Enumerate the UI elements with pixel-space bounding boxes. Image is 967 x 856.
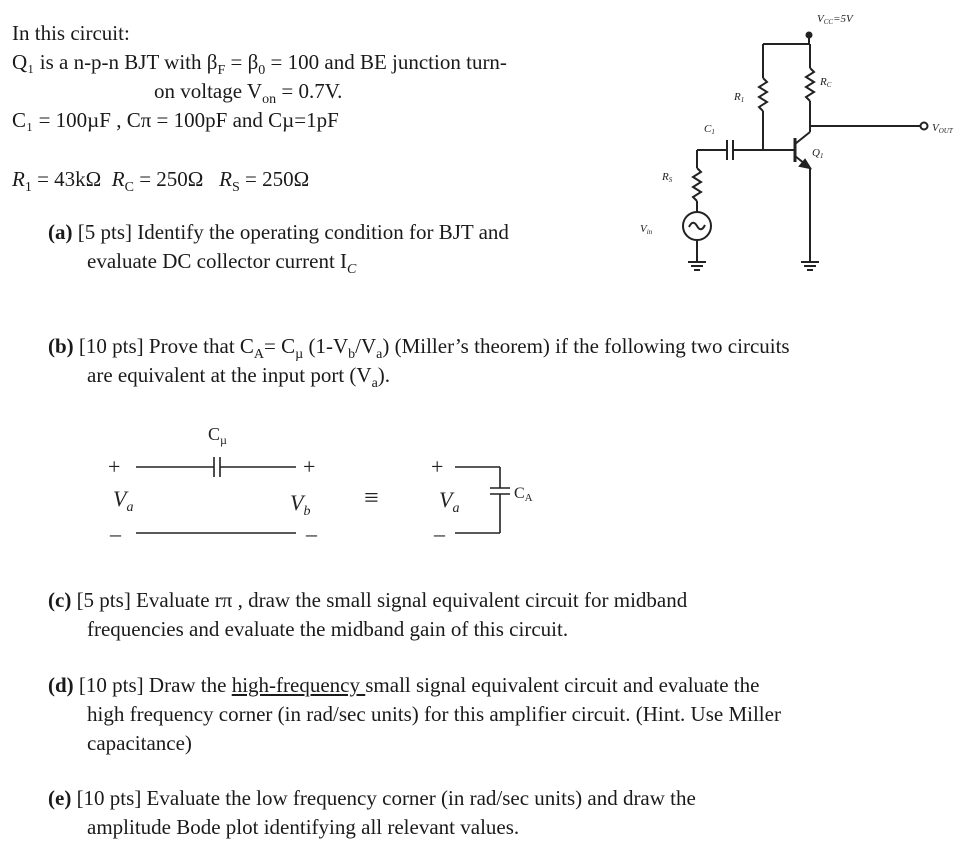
rc-label: R bbox=[111, 167, 125, 191]
question-e-line2: amplitude Bode plot identifying all rele… bbox=[87, 815, 520, 839]
vb-minus: – bbox=[305, 521, 318, 546]
question-d-line3: capacitance) bbox=[87, 731, 192, 755]
von-text-a: on voltage V bbox=[154, 79, 263, 103]
q1-circuit-label: Q1 bbox=[812, 147, 823, 160]
qb-a2-sub: a bbox=[376, 347, 383, 363]
rs-value: = 250Ω bbox=[239, 167, 310, 191]
rc-sub: C bbox=[124, 180, 134, 196]
capacitor-values: C₁ = 100µF , Cπ = 100pF and Cµ=1pF bbox=[12, 108, 339, 132]
question-d-line2: high frequency corner (in rad/sec units)… bbox=[87, 702, 781, 726]
question-a-text2: evaluate DC collector current I bbox=[87, 249, 348, 273]
va-minus: – bbox=[109, 521, 122, 546]
question-e-text: [10 pts] Evaluate the low frequency corn… bbox=[71, 786, 696, 810]
vout-terminal bbox=[919, 121, 929, 131]
vcc-label: VCC=5V bbox=[817, 13, 854, 26]
vcc-terminal bbox=[805, 31, 813, 39]
question-b-tag: (b) bbox=[48, 334, 74, 358]
rc-resistor bbox=[804, 67, 816, 102]
question-a-line2: evaluate DC collector current IC bbox=[87, 248, 357, 278]
question-c-tag: (c) bbox=[48, 588, 72, 612]
question-e-line1: (e) [10 pts] Evaluate the low frequency … bbox=[48, 785, 696, 811]
qb-mu-sub: µ bbox=[295, 347, 304, 363]
q1-spec-line2: on voltage Von = 0.7V. bbox=[154, 78, 343, 108]
collector-lead bbox=[794, 131, 811, 145]
qb-t2: = C bbox=[264, 334, 296, 358]
rc-circuit-label: RC bbox=[819, 76, 832, 89]
c1-circuit-label: C1 bbox=[704, 123, 715, 136]
ic-sub: C bbox=[347, 262, 357, 278]
ac-wave-icon bbox=[688, 221, 706, 231]
q1-text-a: Q₁ is a n-p-n BJT with β bbox=[12, 50, 218, 74]
resistor-values: R1 = 43kΩ RC = 250Ω RS = 250Ω bbox=[12, 166, 310, 196]
r1-circuit-label: R1 bbox=[733, 91, 744, 104]
beta-0-sub: 0 bbox=[258, 63, 266, 79]
ca-label: CA bbox=[514, 485, 533, 504]
question-c-line1: (c) [5 pts] Evaluate rπ , draw the small… bbox=[48, 587, 687, 613]
intro-heading: In this circuit: bbox=[12, 21, 130, 45]
question-c-line2: frequencies and evaluate the midband gai… bbox=[87, 617, 569, 641]
question-d-tag: (d) bbox=[48, 673, 74, 697]
qb-l2-end: ). bbox=[377, 363, 391, 387]
question-e-tag: (e) bbox=[48, 786, 72, 810]
vb-label: Vb bbox=[290, 490, 310, 519]
von-text-b: = 0.7V. bbox=[276, 79, 343, 103]
question-c-text: [5 pts] Evaluate rπ , draw the small sig… bbox=[71, 588, 688, 612]
qb-t4: /V bbox=[355, 334, 377, 358]
beta-f-sub: F bbox=[217, 63, 226, 79]
rs-resistor bbox=[691, 167, 703, 202]
rc-value: = 250Ω bbox=[133, 167, 204, 191]
amplifier-schematic bbox=[682, 31, 929, 271]
rs-sub: S bbox=[231, 180, 240, 196]
q1-spec-line1: Q₁ is a n-p-n BJT with βF = β0 = 100 and… bbox=[12, 49, 507, 79]
qb-b-sub: b bbox=[348, 347, 356, 363]
va2-label: Va bbox=[439, 487, 459, 516]
r1-label: R bbox=[12, 167, 25, 191]
va2-plus: + bbox=[431, 454, 443, 479]
r1-value: = 43kΩ bbox=[31, 167, 102, 191]
miller-circuits bbox=[136, 457, 510, 534]
question-a-text: [5 pts] Identify the operating condition… bbox=[72, 220, 509, 244]
amplifier-labels: VCC=5V R1 RC C1 Q1 RS Vin VOUT bbox=[640, 13, 954, 236]
vin-circuit-label: Vin bbox=[640, 223, 653, 236]
qb-t1: [10 pts] Prove that C bbox=[73, 334, 254, 358]
question-a-line1: (a) [5 pts] Identify the operating condi… bbox=[48, 219, 509, 245]
question-a-tag: (a) bbox=[48, 220, 73, 244]
cmu-label: Cµ bbox=[208, 424, 227, 447]
question-d-line1: (d) [10 pts] Draw the high-frequency sma… bbox=[48, 672, 759, 698]
r1-sub: 1 bbox=[24, 180, 32, 196]
va-label: Va bbox=[113, 486, 133, 515]
rs-circuit-label: RS bbox=[661, 171, 673, 184]
qd-t1: [10 pts] Draw the bbox=[73, 673, 232, 697]
qb-a-sub: A bbox=[253, 347, 265, 363]
rs-label: R bbox=[219, 167, 232, 191]
q1-text-c: = 100 and BE junction turn- bbox=[265, 50, 507, 74]
r1-resistor bbox=[757, 77, 769, 112]
qb-l2-text: are equivalent at the input port (V bbox=[87, 363, 372, 387]
qd-t2: small signal equivalent circuit and eval… bbox=[365, 673, 760, 697]
vout-circuit-label: VOUT bbox=[932, 122, 954, 135]
qb-t5: ) (Miller’s theorem) if the following tw… bbox=[382, 334, 790, 358]
vb-plus: + bbox=[303, 454, 315, 479]
va-plus: + bbox=[108, 454, 120, 479]
va2-minus: – bbox=[433, 521, 446, 546]
qb-t3: (1-V bbox=[303, 334, 349, 358]
equivalence-sign: ≡ bbox=[364, 483, 379, 512]
qd-underlined: high-frequency bbox=[231, 673, 366, 697]
question-b-line2: are equivalent at the input port (Va). bbox=[87, 362, 391, 392]
emitter-arrow bbox=[798, 158, 813, 170]
question-b-line1: (b) [10 pts] Prove that CA= Cµ (1-Vb/Va)… bbox=[48, 333, 790, 363]
von-sub: on bbox=[262, 92, 277, 108]
q1-text-b: = β bbox=[225, 50, 259, 74]
qb-l2-sub: a bbox=[371, 376, 378, 392]
miller-labels: + + + – – – Cµ Va Vb ≡ Va CA bbox=[108, 424, 533, 546]
